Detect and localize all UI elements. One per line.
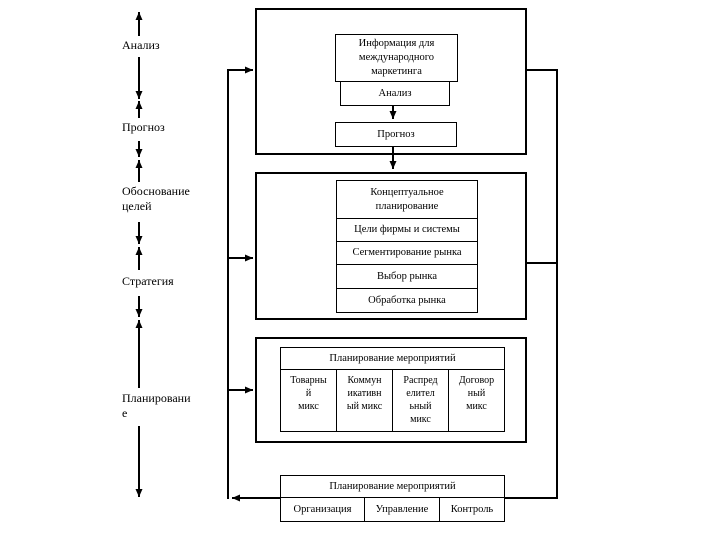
info-marketing-box: Информация для международного маркетинга (335, 34, 458, 82)
forecast-box: Прогноз (335, 122, 457, 147)
cell-control: Контроль (439, 498, 504, 521)
phase-label-planning: Планировани е (122, 391, 191, 420)
phase-label-analysis: Анализ (122, 38, 160, 52)
cell-management: Управление (364, 498, 439, 521)
mix-column-communication: Коммун икативн ый микс (336, 370, 392, 431)
activity-planning-header: Планирование мероприятий (281, 348, 504, 370)
section-analysis-forecast (255, 8, 527, 155)
mix-columns: Товарны й микс Коммун икативн ый микс Ра… (281, 370, 504, 431)
cell-organization: Организация (293, 504, 352, 515)
mix-column-distribution: Распред елител ьный микс (392, 370, 448, 431)
stack-row-market-selection: Выбор рынка (337, 264, 477, 288)
implementation-table: Планирование мероприятий Организация Упр… (280, 475, 505, 522)
stack-row-conceptual-planning: Концептуальное планирование (370, 186, 444, 212)
phase-label-goals: Обоснование целей (122, 184, 190, 213)
stack-row-market-segmentation: Сегментирование рынка (337, 241, 477, 264)
implementation-cells: Организация Управление Контроль (281, 498, 504, 521)
conceptual-planning-stack: Концептуальное планирование Цели фирмы и… (336, 180, 478, 313)
stack-row-market-processing: Обработка рынка (337, 288, 477, 312)
implementation-header: Планирование мероприятий (281, 476, 504, 498)
stack-row-firm-goals: Цели фирмы и системы (337, 218, 477, 241)
analysis-box: Анализ (340, 81, 450, 106)
phase-label-forecast: Прогноз (122, 120, 165, 134)
phase-label-strategy: Стратегия (122, 274, 174, 288)
mix-column-product: Товарны й микс (290, 375, 327, 412)
input-rail (227, 66, 253, 499)
section-conceptual-planning (255, 172, 527, 320)
section-activity-planning (255, 337, 527, 443)
activity-planning-table: Планирование мероприятий Товарны й микс … (280, 347, 505, 432)
mix-column-contract: Договор ный микс (448, 370, 504, 431)
